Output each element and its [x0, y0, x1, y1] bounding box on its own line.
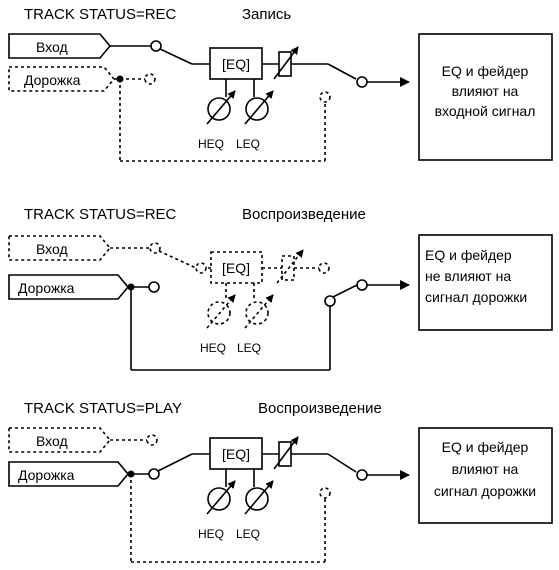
- switch-contact-open: [319, 487, 331, 499]
- eq-block: [209, 437, 263, 470]
- switch-contact: [150, 40, 162, 52]
- result-box: [418, 33, 553, 161]
- result-line-3: входной сигнал: [435, 103, 536, 119]
- diagram-rec-record: TRACK STATUS=REC Запись Вход Дорожка [EQ…: [8, 6, 553, 162]
- input-tag: [8, 33, 112, 59]
- result-box: [418, 427, 553, 524]
- switch-arm: [159, 48, 193, 65]
- result-box: [418, 234, 553, 331]
- diagram-2-mode: Воспроизведение: [242, 206, 366, 223]
- switch-contact-open: [144, 73, 156, 85]
- input-tag: [8, 427, 112, 453]
- diagram-rec-playback: TRACK STATUS=REC Воспроизведение Вход До…: [8, 206, 553, 371]
- heq-label: HEQ: [200, 341, 226, 355]
- leq-label: LEQ: [237, 341, 261, 355]
- eq-label: [EQ]: [222, 56, 250, 72]
- diagram-1-status: TRACK STATUS=REC: [24, 6, 177, 23]
- input-tag-label: Вход: [36, 433, 68, 449]
- output-contact: [356, 279, 368, 291]
- eq-label: [EQ]: [222, 446, 250, 462]
- track-tag: [8, 461, 130, 487]
- result-line-2: влияют на: [452, 83, 519, 99]
- result-line-3: сигнал дорожки: [425, 289, 527, 305]
- track-tag-label: Дорожка: [18, 280, 75, 296]
- result-line-1: EQ и фейдер: [442, 439, 529, 455]
- result-line-3: сигнал дорожки: [434, 483, 536, 499]
- diagram-3-status: TRACK STATUS=PLAY: [24, 400, 182, 417]
- result-line-1: EQ и фейдер: [442, 63, 529, 79]
- leq-label: LEQ: [236, 527, 260, 541]
- heq-label: HEQ: [198, 137, 224, 151]
- track-tag: [8, 66, 116, 92]
- switch-arm: [332, 284, 358, 298]
- result-line-1: EQ и фейдер: [425, 247, 512, 263]
- diagram-3-mode: Воспроизведение: [258, 400, 382, 417]
- result-line-2: не влияют на: [425, 268, 511, 284]
- diagram-1-mode: Запись: [242, 6, 291, 23]
- leq-label: LEQ: [236, 137, 260, 151]
- diagram-play-playback: TRACK STATUS=PLAY Воспроизведение Вход Д…: [8, 400, 553, 563]
- switch-contact: [148, 281, 160, 293]
- switch-arm: [157, 453, 193, 472]
- track-tag-label: Дорожка: [24, 72, 81, 88]
- diagram-2-status: TRACK STATUS=REC: [24, 206, 177, 223]
- eq-label: [EQ]: [222, 260, 250, 276]
- heq-label: HEQ: [198, 527, 224, 541]
- switch-contact-open: [318, 262, 330, 274]
- track-tag-label: Дорожка: [18, 467, 75, 483]
- input-tag-label: Вход: [36, 39, 68, 55]
- track-tag: [8, 274, 130, 300]
- switch-contact: [324, 295, 336, 307]
- input-tag: [8, 235, 112, 261]
- switch-contact: [148, 468, 160, 480]
- switch-contact-open: [149, 242, 161, 254]
- switch-contact-open: [319, 91, 331, 103]
- output-contact: [356, 469, 368, 481]
- switch-contact-open: [146, 434, 158, 446]
- input-tag-label: Вход: [36, 241, 68, 257]
- output-contact: [356, 76, 368, 88]
- switch-contact-open: [195, 262, 207, 274]
- result-line-2: влияют на: [452, 461, 519, 477]
